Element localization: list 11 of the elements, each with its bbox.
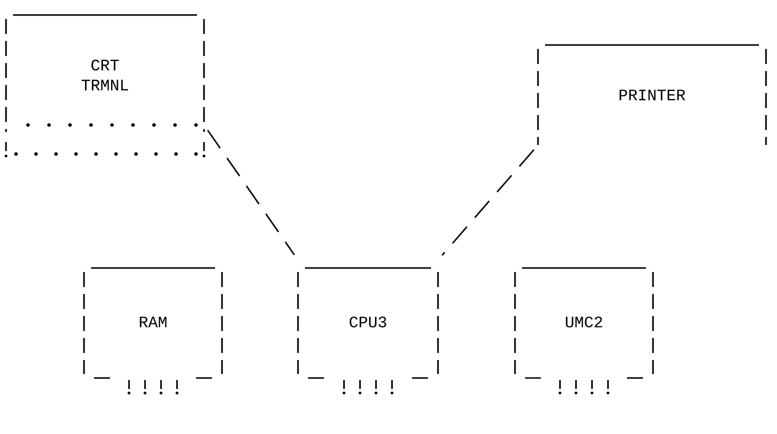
chip-box: RAM [83,267,223,394]
chip-box: CPU3 [297,267,439,394]
connector-line [207,130,295,256]
node-label: RAM [140,316,166,328]
node-label: CPU3 [350,316,386,328]
chip-box: UMC2 [514,267,654,394]
node-label: CRT TRMNL [82,60,128,90]
terminal-box: CRT TRMNL [4,14,206,158]
device-box: PRINTER [537,44,767,145]
node-label: UMC2 [566,316,602,328]
connector-line [442,149,534,256]
